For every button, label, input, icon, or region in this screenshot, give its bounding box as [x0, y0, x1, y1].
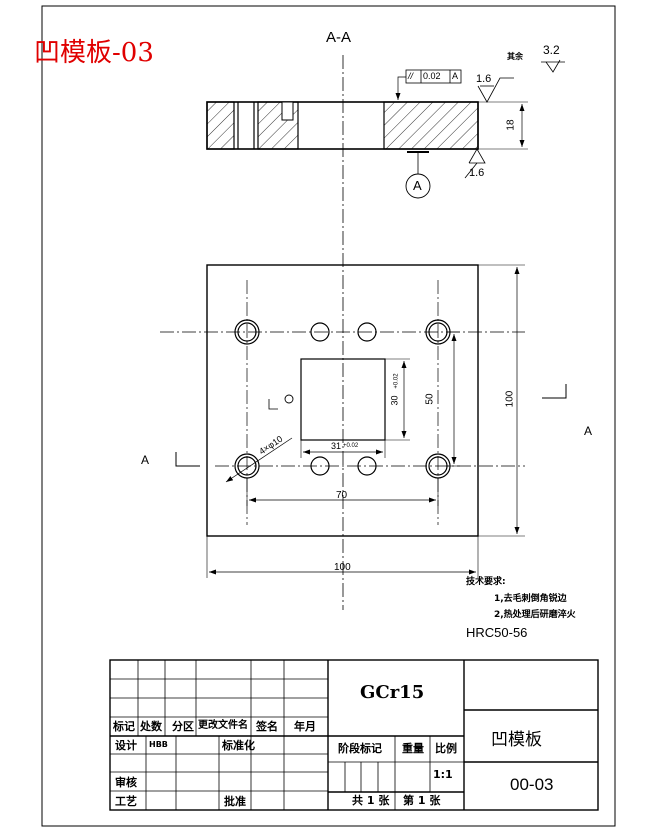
hdr-count: 处数 [140, 720, 162, 733]
section-label: A-A [326, 29, 352, 46]
designer: HBB [149, 740, 168, 749]
dim-thickness: 18 [505, 119, 517, 131]
stage-label: 阶段标记 [338, 742, 382, 755]
dim-outer-v: 100 [504, 390, 516, 408]
drawing-title: 凹模板-03 [34, 38, 154, 68]
hdr-sign: 签名 [256, 720, 278, 733]
pin-hole [310, 456, 330, 476]
tech-req-item-2: 2,热处理后研磨淬火 [494, 610, 576, 620]
plan-view [160, 264, 567, 578]
scale-label: 比例 [435, 742, 457, 755]
hdr-zone: 分区 [172, 720, 194, 733]
sheets-total: 共 1 张 [352, 794, 390, 807]
datum-circle [405, 173, 431, 199]
roughness-bottom-value: 1.6 [469, 167, 485, 179]
pin-hole [357, 322, 377, 342]
scale-value: 1:1 [433, 768, 453, 781]
roughness-other-value: 3.2 [543, 43, 560, 57]
pin-hole [357, 456, 377, 476]
tolerance-value: 0.02 [423, 71, 441, 81]
roughness-top-value: 1.6 [476, 73, 492, 85]
drawing-number: 00-03 [510, 775, 554, 794]
dim-outer-h: 100 [334, 562, 351, 573]
standardize-label: 标准化 [222, 739, 255, 752]
dim-hole-spacing-h: 70 [336, 490, 348, 501]
review-label: 审核 [115, 776, 137, 789]
small-hole [284, 394, 294, 404]
cavity-square [300, 358, 386, 441]
tolerance-symbol: // [408, 71, 414, 81]
hdr-date: 年月 [294, 720, 316, 733]
tolerance-datum: A [452, 71, 459, 81]
roughness-top-symbol [477, 77, 514, 103]
datum-label: A [413, 178, 422, 193]
sheet-border [41, 5, 616, 827]
dim-square-w: 31 [331, 441, 342, 451]
hole-top-left [234, 319, 260, 345]
section-marker-right [542, 384, 567, 399]
hdr-mark: 标记 [113, 720, 135, 733]
hatch-right [383, 101, 479, 150]
title-block [109, 659, 599, 811]
tolerance-frame [405, 69, 462, 84]
roughness-bottom-symbol [468, 148, 486, 164]
part-name: 凹模板 [491, 730, 542, 750]
tech-req-item-1: 1,去毛刺倒角锐边 [494, 594, 567, 604]
roughness-other-symbol [545, 59, 561, 73]
dim-square-h: 30 [389, 395, 400, 406]
approve-label: 批准 [224, 795, 246, 808]
sheet-number: 第 1 张 [403, 794, 441, 807]
hardness: HRC50-56 [466, 625, 528, 640]
roughness-other-label: 其余 [507, 52, 523, 61]
section-marker-left-label: A [141, 453, 150, 467]
plate-outline [206, 264, 479, 537]
material: GCr15 [360, 682, 425, 703]
design-label: 设计 [115, 739, 137, 752]
process-label: 工艺 [115, 795, 137, 808]
dim-square-h-fit: +0.02 [393, 373, 400, 389]
section-marker-left [175, 452, 200, 467]
hatch-left [206, 101, 235, 150]
weight-label: 重量 [402, 742, 424, 755]
dim-square-w-fit: +0.02 [343, 443, 359, 449]
hdr-change-doc: 更改文件名 [198, 720, 248, 731]
pin-hole [310, 322, 330, 342]
section-view [206, 55, 565, 610]
dim-hole-spacing-v: 50 [424, 393, 436, 405]
tech-req-title: 技术要求: [466, 577, 506, 587]
section-marker-right-label: A [584, 424, 593, 438]
